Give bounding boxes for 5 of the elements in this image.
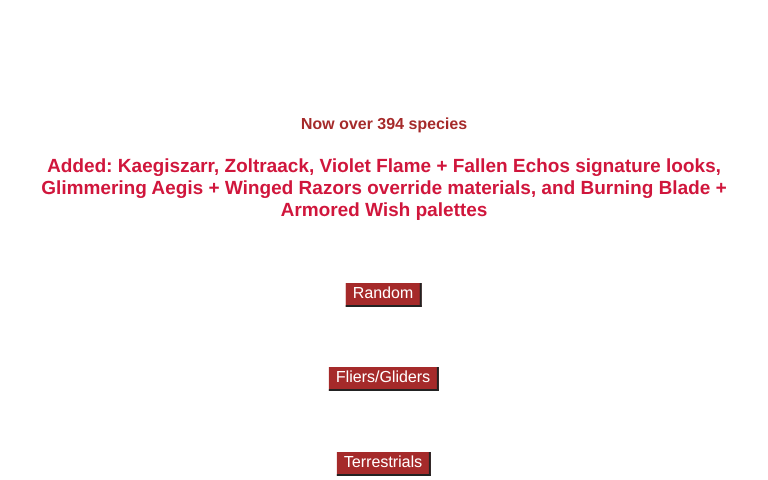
update-note: Added: Kaegiszarr, Zoltraack, Violet Flame + Fallen Echos signature looks, Glimmering Aegis + Winged Razors override materials, and Burning Blade + Armored Wish palettes bbox=[40, 156, 728, 222]
subtitle-text: Now over 394 species bbox=[300, 116, 468, 134]
category-button: Fliers/Gliders bbox=[328, 367, 440, 391]
category-button: Random bbox=[346, 283, 422, 307]
category-button: Terrestrials bbox=[336, 452, 432, 476]
